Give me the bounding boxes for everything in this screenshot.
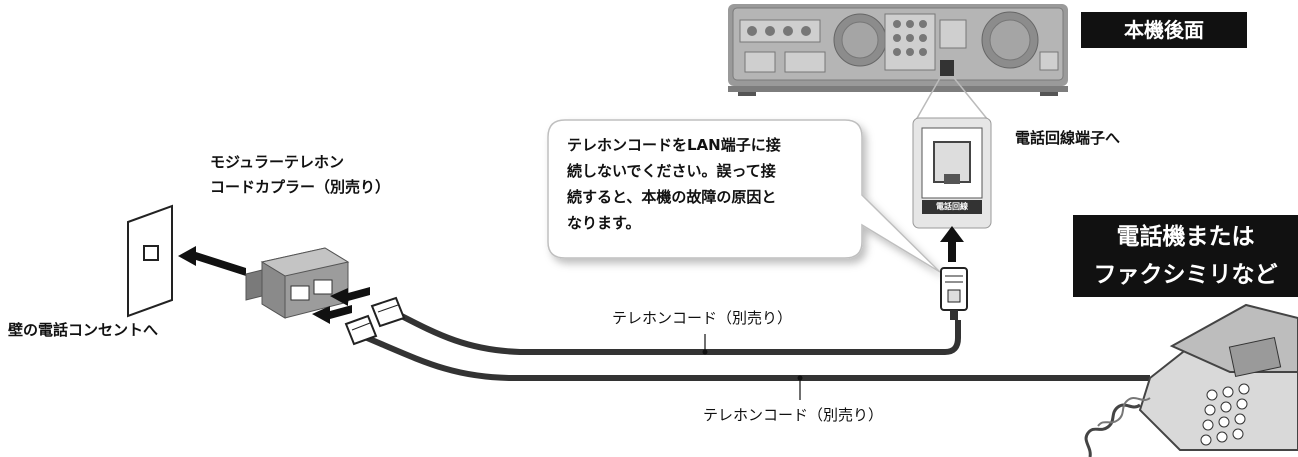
coupler-label-line1: モジュラーテレホン: [210, 153, 344, 171]
wall-outlet: [127, 204, 173, 318]
arrow-to-terminal: [940, 226, 964, 262]
rear-panel-label: 本機後面: [1124, 18, 1204, 42]
upper-cord-plug: [940, 267, 968, 320]
phone-line-terminal-label: 電話回線端子へ: [1015, 129, 1121, 147]
coupler-label-line2: コードカプラー（別売り）: [210, 178, 391, 196]
warning-line-1: テレホンコードをLAN端子に接: [567, 136, 781, 154]
upper-telephone-cord: [378, 302, 961, 355]
upper-cord-label: テレホンコード（別売り）: [612, 309, 793, 327]
coupler-plug-lower: [344, 314, 378, 346]
phone-fax-line-1: 電話機または: [1116, 224, 1255, 250]
wall-outlet-label: 壁の電話コンセントへ: [8, 321, 159, 339]
phone-fax-line-2: ファクシミリなど: [1093, 262, 1278, 288]
modular-coupler: [245, 247, 350, 319]
terminal-plate-label: 電話回線: [936, 202, 968, 211]
phone-fax-tag: 電話機または ファクシミリなど: [1073, 215, 1298, 297]
warning-line-3: 続すると、本機の故障の原因と: [567, 188, 777, 206]
arrow-to-wall: [178, 246, 246, 276]
arrow-into-coupler-upper: [330, 287, 370, 306]
warning-text: テレホンコードをLAN端子に接 続しないでください。誤って接 続すると、本機の故…: [567, 132, 781, 236]
lower-cord-label: テレホンコード（別売り）: [703, 406, 884, 424]
warning-bubble: [547, 119, 941, 273]
lower-telephone-cord: [358, 332, 1150, 381]
warning-line-4: なります。: [567, 214, 641, 232]
telephone: [1084, 303, 1298, 457]
phone-line-terminal-plate: [912, 117, 992, 229]
warning-line-2: 続しないでください。誤って接: [567, 162, 776, 180]
phone-line-port: [940, 60, 954, 76]
arrow-into-coupler-lower: [312, 305, 352, 324]
coupler-plug-upper: [370, 296, 406, 328]
recorder-rear-panel: [728, 4, 1068, 96]
rear-panel-tag: 本機後面: [1081, 12, 1247, 48]
